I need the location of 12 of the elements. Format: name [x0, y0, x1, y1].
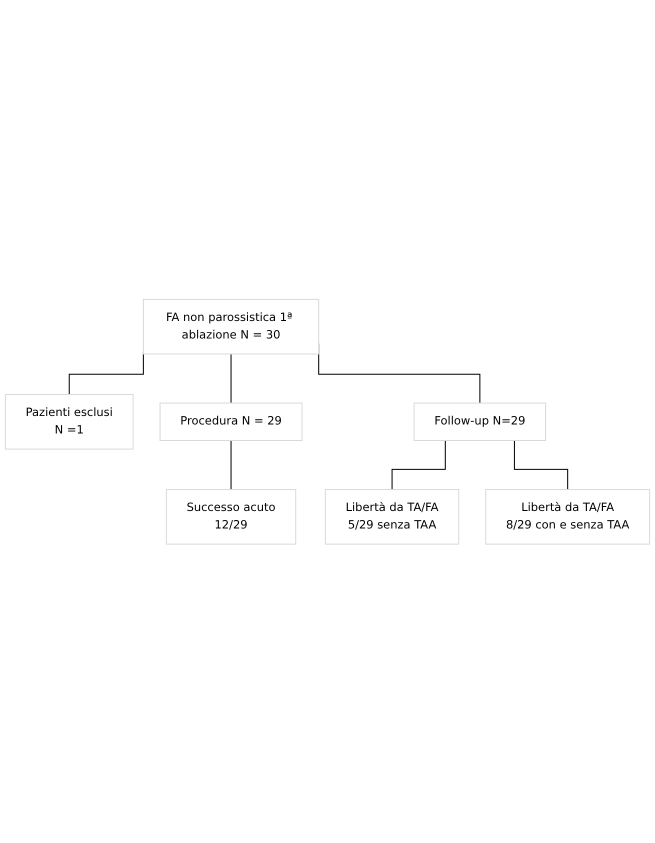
connector	[68, 352, 144, 395]
node-box: Successo acuto 12/29	[166, 488, 296, 544]
connector	[230, 440, 232, 490]
connector	[514, 440, 568, 490]
node-box: FA non parossistica 1ª ablazione N = 30	[142, 298, 320, 354]
node-box: Libertà da TA/FA 8/29 con e senza TAA	[485, 488, 650, 544]
node-box: Procedura N = 29	[160, 402, 303, 441]
node-box: Pazienti esclusi N =1	[4, 394, 134, 450]
connector	[392, 440, 446, 490]
connector	[230, 354, 232, 404]
node-box: Follow-up N=29	[414, 402, 546, 441]
node-box: Libertà da TA/FA 5/29 senza TAA	[324, 488, 460, 544]
